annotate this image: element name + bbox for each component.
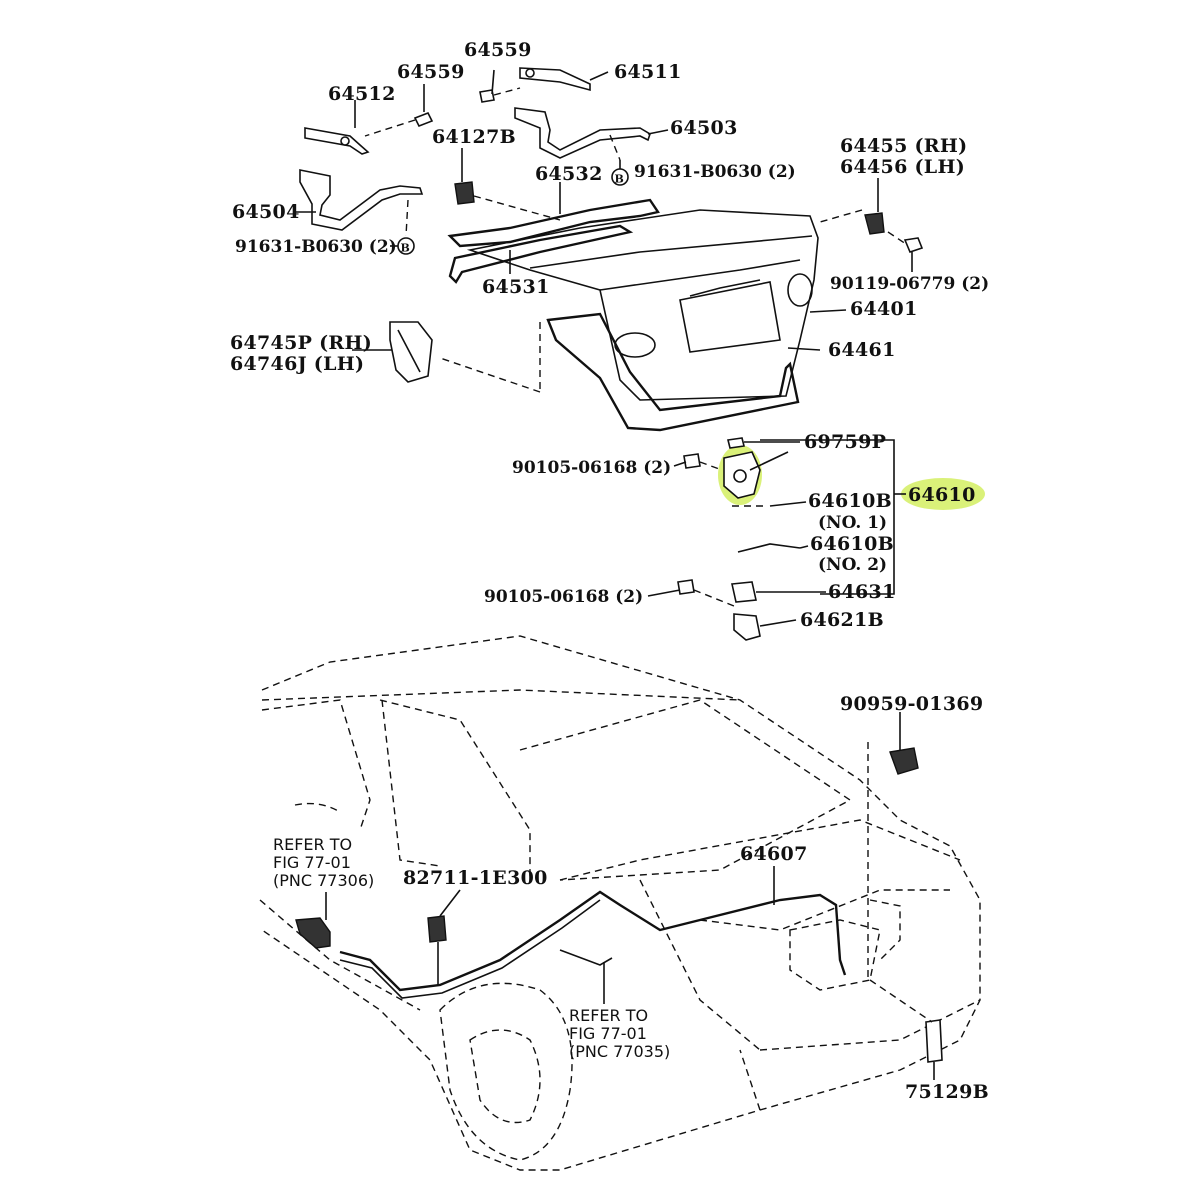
label-90105-upper: 90105-06168 (2): [512, 458, 671, 478]
label-64610b-no1: 64610B: [808, 490, 892, 512]
label-91631-upper: 91631-B0630 (2): [634, 162, 796, 182]
label-91631-lower: 91631-B0630 (2): [235, 237, 397, 257]
label-64512: 64512: [328, 83, 396, 105]
release-cable-64607: [339, 890, 847, 999]
torsion-bar-64532: [447, 198, 660, 248]
opener-lever: [295, 917, 331, 949]
bolt-90105-upper: [683, 453, 723, 471]
car-body-outline: [259, 635, 981, 1171]
highlight-64610: [901, 478, 985, 510]
label-69759p: 69759P: [804, 431, 886, 453]
ref1-line2: FIG 77-01: [273, 853, 351, 872]
ref1-line3: (PNC 77306): [273, 871, 374, 890]
label-64610b-no2: 64610B: [810, 533, 894, 555]
label-64607: 64607: [740, 843, 808, 865]
stopper-64455: [819, 209, 885, 235]
weatherstrip-64461: [546, 312, 800, 432]
label-64127b: 64127B: [432, 126, 516, 148]
label-64559-top: 64559: [464, 39, 532, 61]
hinge-64504: [299, 169, 424, 237]
ref1-line1: REFER TO: [273, 835, 352, 854]
label-64746j: 64746J (LH): [230, 353, 364, 375]
label-64610b-no1-sub: (NO. 1): [818, 513, 887, 533]
striker-64631: [731, 581, 757, 603]
hinge-64512: [304, 127, 370, 155]
torsion-bar-64531: [448, 224, 634, 284]
cap-69759p: [727, 437, 745, 449]
clip-90119: [887, 231, 924, 253]
label-64401: 64401: [850, 298, 918, 320]
bracket-64745p: [389, 321, 433, 383]
bolt-90105-lower: [677, 579, 735, 607]
emblem-75129b: [869, 979, 943, 1063]
clip-90959: [867, 742, 919, 980]
bolt-symbol-b: B: [397, 237, 415, 255]
label-90119: 90119-06779 (2): [830, 274, 989, 294]
label-64610: 64610: [908, 484, 976, 506]
label-64511: 64511: [614, 61, 682, 83]
label-64745p: 64745P (RH): [230, 332, 372, 354]
label-64559-left: 64559: [397, 61, 465, 83]
hinge-64511: [519, 67, 591, 92]
label-82711: 82711-1E300: [403, 867, 548, 889]
ref2-line1: REFER TO: [569, 1006, 648, 1025]
label-64631: 64631: [828, 581, 896, 603]
bolt-64559-top: [479, 69, 521, 103]
label-64532: 64532: [535, 163, 603, 185]
lock-assembly-64610: [723, 451, 789, 499]
rod-64610b-no2: [737, 543, 801, 553]
bolt-symbol-a-text: B: [615, 173, 624, 186]
bolt-64559-left: [364, 111, 434, 137]
label-64503: 64503: [670, 117, 738, 139]
trunk-lid-64401: [466, 209, 819, 401]
label-64504: 64504: [232, 201, 300, 223]
hinge-64503: [514, 107, 651, 161]
cover-64621b: [733, 613, 761, 641]
ref2-line2: FIG 77-01: [569, 1024, 647, 1043]
label-64456: 64456 (LH): [840, 156, 965, 178]
label-90105-lower: 90105-06168 (2): [484, 587, 643, 607]
leader-lines: [294, 71, 935, 1080]
bracket-64127b: [454, 181, 561, 221]
bolt-symbol-b-text: B: [401, 242, 410, 255]
label-64461: 64461: [828, 339, 896, 361]
label-64610b-no2-sub: (NO. 2): [818, 555, 887, 575]
label-64455: 64455 (RH): [840, 135, 967, 157]
label-75129b: 75129B: [905, 1081, 989, 1103]
bolt-symbol-a: B: [611, 168, 629, 186]
label-90959: 90959-01369: [840, 693, 983, 715]
label-64621b: 64621B: [800, 609, 884, 631]
label-64531: 64531: [482, 276, 550, 298]
clamp-82711: [427, 915, 447, 985]
ref2-line3: (PNC 77035): [569, 1042, 670, 1061]
